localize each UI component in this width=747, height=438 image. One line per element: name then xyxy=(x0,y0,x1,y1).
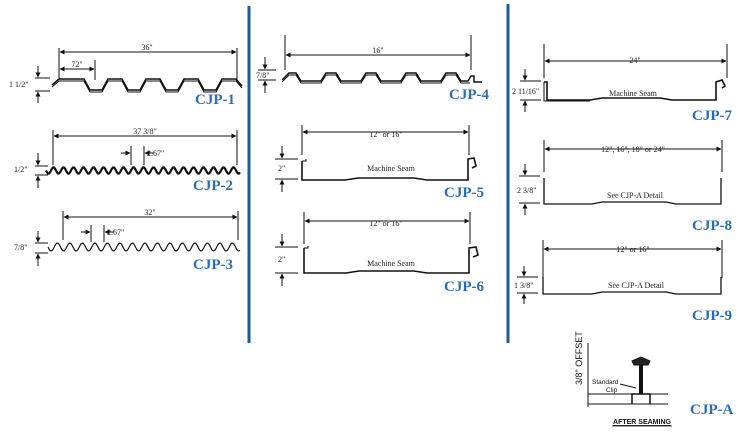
cjp2-label: CJP-2 xyxy=(193,178,233,194)
cjp6-profile xyxy=(303,246,479,274)
cjp5-profile xyxy=(301,157,477,181)
cjp9-height-label: 1 3/8" xyxy=(514,281,534,290)
cjp6-height-label: 2" xyxy=(278,255,285,264)
cjp4-height-label: 7/8" xyxy=(256,71,270,80)
cjp6-group xyxy=(275,212,479,286)
cjp5-note: Machine Seam xyxy=(367,164,416,173)
cjp7-width-label: 24" xyxy=(629,56,640,65)
cjp4-group xyxy=(258,35,482,93)
cjpa-label: CJP-A xyxy=(690,402,733,418)
cjpa-offset-label: 3/8" OFFSET xyxy=(574,331,584,385)
cjp8-width-label: 12", 16", 18" or 24" xyxy=(601,145,665,154)
seam-cap-icon xyxy=(631,356,651,366)
cjp6-label: CJP-6 xyxy=(444,279,484,295)
cjp5-label: CJP-5 xyxy=(444,185,484,201)
cjp7-profile xyxy=(544,79,727,101)
cjp3-pitch-label: 2.67" xyxy=(107,228,124,237)
cjpa-clip-label: Standard xyxy=(592,379,619,386)
cjp2-pitch-label: 2.67" xyxy=(147,149,164,158)
cjp1-pitch-label: 72" xyxy=(71,60,82,69)
cjp6-note: Machine Seam xyxy=(367,259,416,268)
cjp1-height-label: 1 1/2" xyxy=(9,80,29,89)
cjp7-note: Machine Seam xyxy=(609,89,658,98)
cjp2-width-label: 37 3/8" xyxy=(133,127,157,136)
cjp5-group xyxy=(275,125,477,192)
cjp3-group xyxy=(35,211,241,266)
cjp6-width-label: 12" or 16" xyxy=(369,219,402,228)
cjp5-width-label: 12" or 16" xyxy=(369,130,402,139)
cjp7-group xyxy=(520,44,728,112)
cjp9-group xyxy=(517,240,723,304)
cjp9-profile xyxy=(542,277,722,295)
cjp1-group xyxy=(35,48,243,103)
cjpa-clip-label-2: Clip xyxy=(606,387,618,394)
cjp8-profile xyxy=(543,178,722,205)
cjp1-profile xyxy=(51,78,243,91)
cjp1-width-label: 36" xyxy=(141,43,152,52)
cjp8-note: See CJP-A Detail xyxy=(607,191,664,200)
cjp2-group xyxy=(35,130,241,188)
cjp8-height-label: 2 3/8" xyxy=(517,186,537,195)
cjp3-label: CJP-3 xyxy=(193,257,233,273)
cjpa-caption: AFTER SEAMING xyxy=(613,419,672,426)
cjp3-width-label: 32" xyxy=(144,208,155,217)
cjp4-width-label: 16" xyxy=(372,46,383,55)
cjp3-height-label: 7/8" xyxy=(14,243,28,252)
cjp8-group xyxy=(519,140,723,215)
cjp2-height-label: 1/2" xyxy=(14,165,28,174)
cjpa-group xyxy=(587,343,668,407)
cjp8-label: CJP-8 xyxy=(692,218,732,234)
cjp4-profile xyxy=(281,72,482,83)
cjp9-label: CJP-9 xyxy=(692,308,732,324)
cjp4-label: CJP-4 xyxy=(449,87,489,103)
cjp9-note: See CJP-A Detail xyxy=(608,281,665,290)
cjp9-width-label: 12" or 16" xyxy=(616,245,649,254)
cjp7-height-label: 2 11/16" xyxy=(512,87,539,96)
cjp2-profile xyxy=(45,166,241,175)
cjp7-label: CJP-7 xyxy=(692,108,732,124)
cjp1-label: CJP-1 xyxy=(195,92,235,108)
cjp3-profile xyxy=(47,242,241,252)
cjp5-height-label: 2" xyxy=(278,164,285,173)
